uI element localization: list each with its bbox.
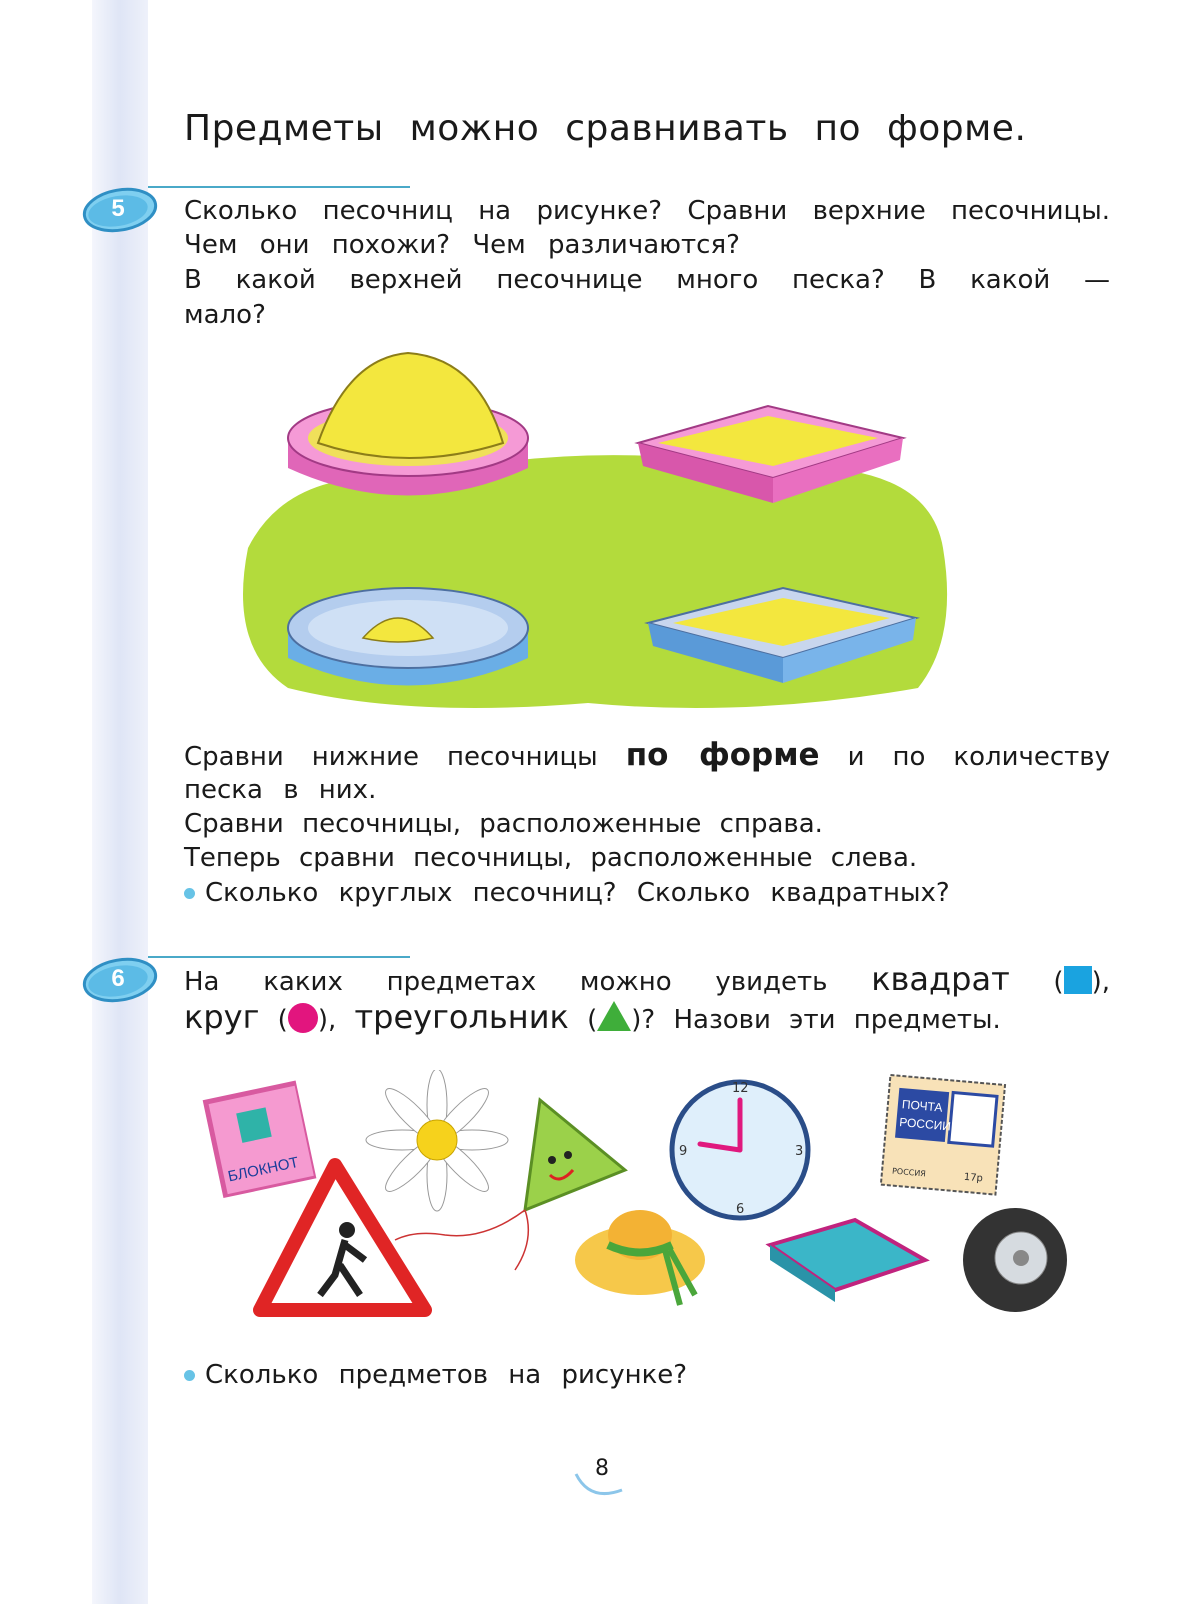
task-5-rule — [148, 186, 410, 188]
compare-bullet: Сколько круглых песочниц? Сколько квадра… — [184, 876, 1110, 910]
square-sandbox-pink — [634, 404, 907, 503]
task-6-line-1: На каких предметах можно увидеть квадрат… — [184, 960, 1110, 998]
svg-text:12: 12 — [732, 1081, 749, 1096]
compare-line-1: Сравни нижние песочницы по форме и по ко… — [184, 737, 1110, 773]
kite-item — [394, 1097, 628, 1271]
round-sandbox-little — [287, 587, 529, 686]
compare-line-4: Теперь сравни песочницы, расположенные с… — [184, 843, 918, 873]
task-6-line-2: круг (), треугольник ()? Назови эти пред… — [184, 998, 1001, 1036]
page-margin-strip — [92, 0, 148, 1604]
wheel-item — [963, 1208, 1067, 1312]
task-5-number: 5 — [111, 195, 125, 222]
badge-oval-icon — [82, 187, 158, 233]
task-6-number: 6 — [111, 965, 125, 992]
page-number: 8 — [595, 1455, 609, 1481]
svg-text:РОССИЯ: РОССИЯ — [892, 1167, 926, 1179]
page-number-circle-icon — [574, 1440, 630, 1496]
objects-illustration: БЛОКНОТ 12 3 6 9 ПОЧТА — [202, 1070, 1067, 1317]
square-sandbox-blue — [644, 586, 920, 683]
pencil-case-item — [765, 1217, 930, 1302]
svg-text:9: 9 — [679, 1144, 687, 1159]
svg-text:ПОЧТА: ПОЧТА — [901, 1097, 943, 1114]
road-sign-item — [253, 1158, 432, 1317]
blue-square-icon — [1063, 966, 1092, 994]
task-6-badge: 6 — [82, 957, 162, 1005]
bullet-icon — [184, 888, 195, 899]
clock-item: 12 3 6 9 — [669, 1079, 811, 1221]
page-number-badge: 8 — [570, 1440, 634, 1504]
compare-line-2: песка в них. — [184, 775, 377, 805]
sandboxes-illustration — [243, 351, 948, 708]
page-title: Предметы можно сравнивать по форме. — [184, 108, 1027, 149]
task-5-line-3: В какой верхней песочнице много песка? В… — [184, 265, 1110, 295]
compare-line-3: Сравни песочницы, расположенные справа. — [184, 809, 823, 839]
task-5-line-2: Чем они похожи? Чем различаются? — [184, 230, 740, 260]
task-5-line-1: Сколько песочниц на рисунке? Сравни верх… — [184, 196, 1110, 226]
green-triangle-icon — [597, 1001, 632, 1031]
bullet-icon — [184, 1370, 195, 1381]
svg-text:3: 3 — [795, 1144, 803, 1159]
svg-text:РОССИИ: РОССИИ — [899, 1115, 952, 1133]
task-5-line-4: мало? — [184, 300, 266, 330]
task-6-rule — [148, 956, 410, 958]
daisy-item — [365, 1070, 509, 1212]
pink-circle-icon — [287, 1003, 318, 1033]
task-5-badge: 5 — [82, 187, 162, 235]
task-6-bullet: Сколько предметов на рисунке? — [184, 1358, 1110, 1392]
badge-oval-icon — [82, 957, 158, 1003]
svg-text:6: 6 — [736, 1202, 744, 1217]
notebook-item: БЛОКНОТ — [202, 1080, 317, 1199]
svg-text:17р: 17р — [963, 1172, 983, 1185]
stamp-item: ПОЧТА РОССИИ РОССИЯ 17р — [879, 1073, 1007, 1196]
round-sandbox-full — [287, 351, 529, 496]
hat-item — [575, 1210, 705, 1306]
